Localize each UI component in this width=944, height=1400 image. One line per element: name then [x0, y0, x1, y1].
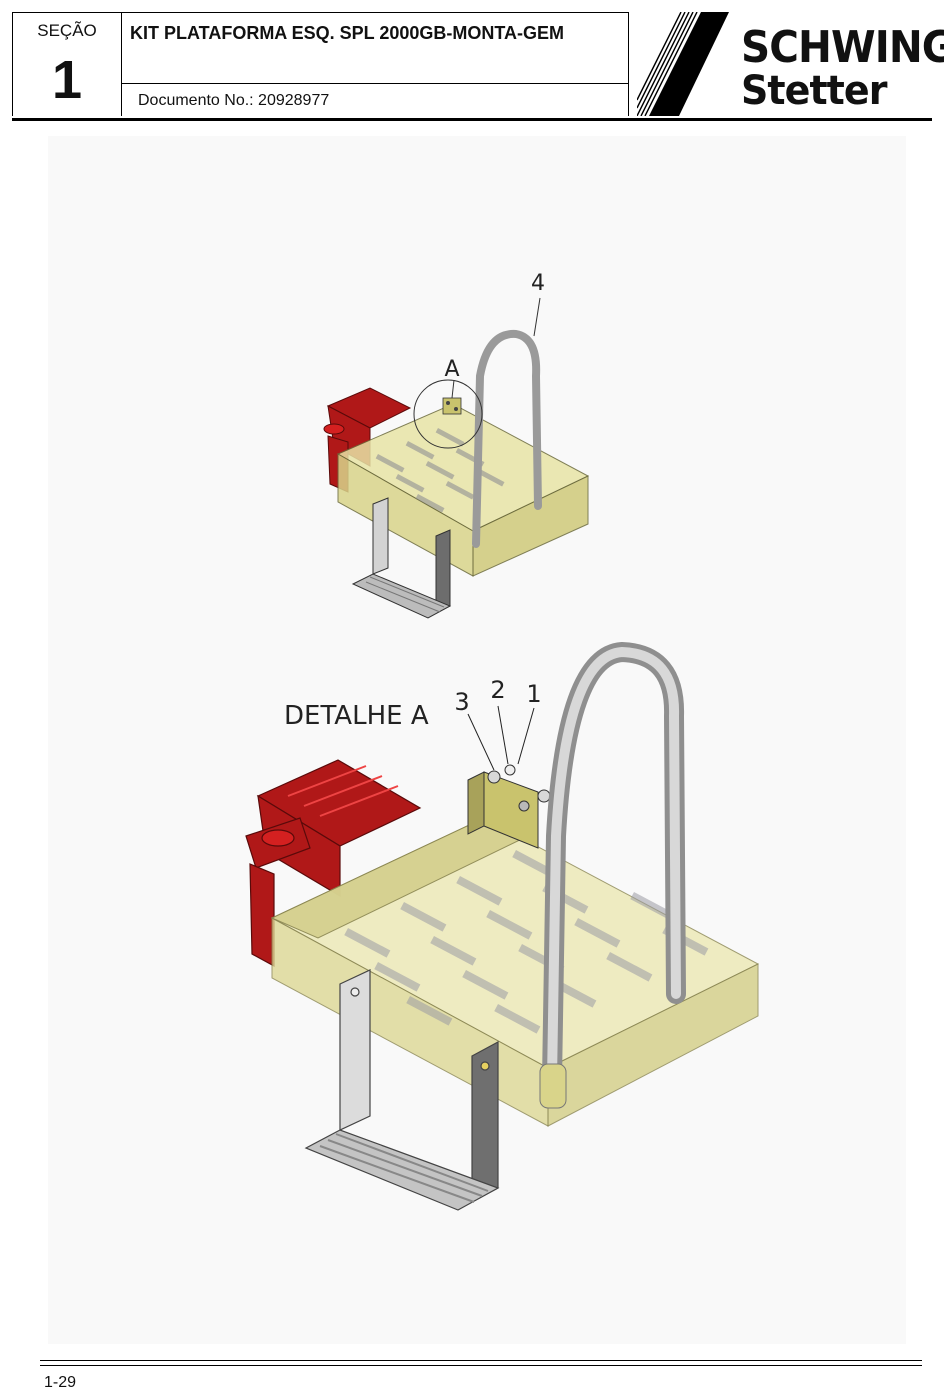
overview-ladder [351, 497, 452, 619]
overview-mount-plate [442, 397, 462, 415]
logo-stripes-icon [637, 12, 729, 116]
detail-step-bracket [245, 759, 422, 968]
detail-leaders [467, 705, 535, 771]
bolt-3 [487, 770, 501, 784]
footer-rule-bottom [40, 1365, 922, 1366]
leader-4 [533, 297, 541, 337]
nut-1 [537, 789, 551, 803]
leader-a [451, 379, 455, 399]
detail-mount-plate [467, 764, 551, 849]
assembly-drawing-area: 4 A DETALHE A [48, 136, 906, 1344]
detail-handrail [539, 641, 686, 1109]
document-title: KIT PLATAFORMA ESQ. SPL 2000GB-MONTA-GEM [130, 23, 565, 43]
title-box: KIT PLATAFORMA ESQ. SPL 2000GB-MONTA-GEM… [122, 12, 629, 116]
assembly-drawing: 4 A DETALHE A [245, 271, 760, 1211]
overview-handrail [472, 329, 542, 548]
callout-detail-a: A [444, 357, 459, 382]
callout-item-3: 3 [454, 688, 469, 716]
overview-assembly: 4 A [323, 271, 590, 619]
title-divider [122, 83, 628, 84]
section-number: 1 [51, 50, 83, 110]
detail-a-view: DETALHE A [245, 641, 760, 1211]
logo-text-stetter: Stetter [741, 68, 887, 114]
callout-item-4: 4 [531, 271, 545, 296]
detail-ladder [304, 969, 500, 1211]
footer-rule-top [40, 1360, 922, 1361]
callout-item-2: 2 [490, 676, 505, 704]
document-number: Documento No.: 20928977 [138, 92, 330, 109]
document-header: SEÇÃO 1 KIT PLATAFORMA ESQ. SPL 2000GB-M… [12, 12, 944, 121]
detail-title: DETALHE A [284, 701, 429, 731]
washer-2 [504, 764, 516, 776]
callout-item-1: 1 [526, 680, 541, 708]
section-box: SEÇÃO 1 [12, 12, 122, 116]
page-number: 1-29 [44, 1374, 77, 1391]
detail-a-circle [413, 379, 483, 449]
logo-text-schwing: SCHWING [741, 22, 944, 73]
brand-logo: SCHWING Stetter [637, 12, 944, 116]
section-label: SEÇÃO [37, 21, 97, 40]
